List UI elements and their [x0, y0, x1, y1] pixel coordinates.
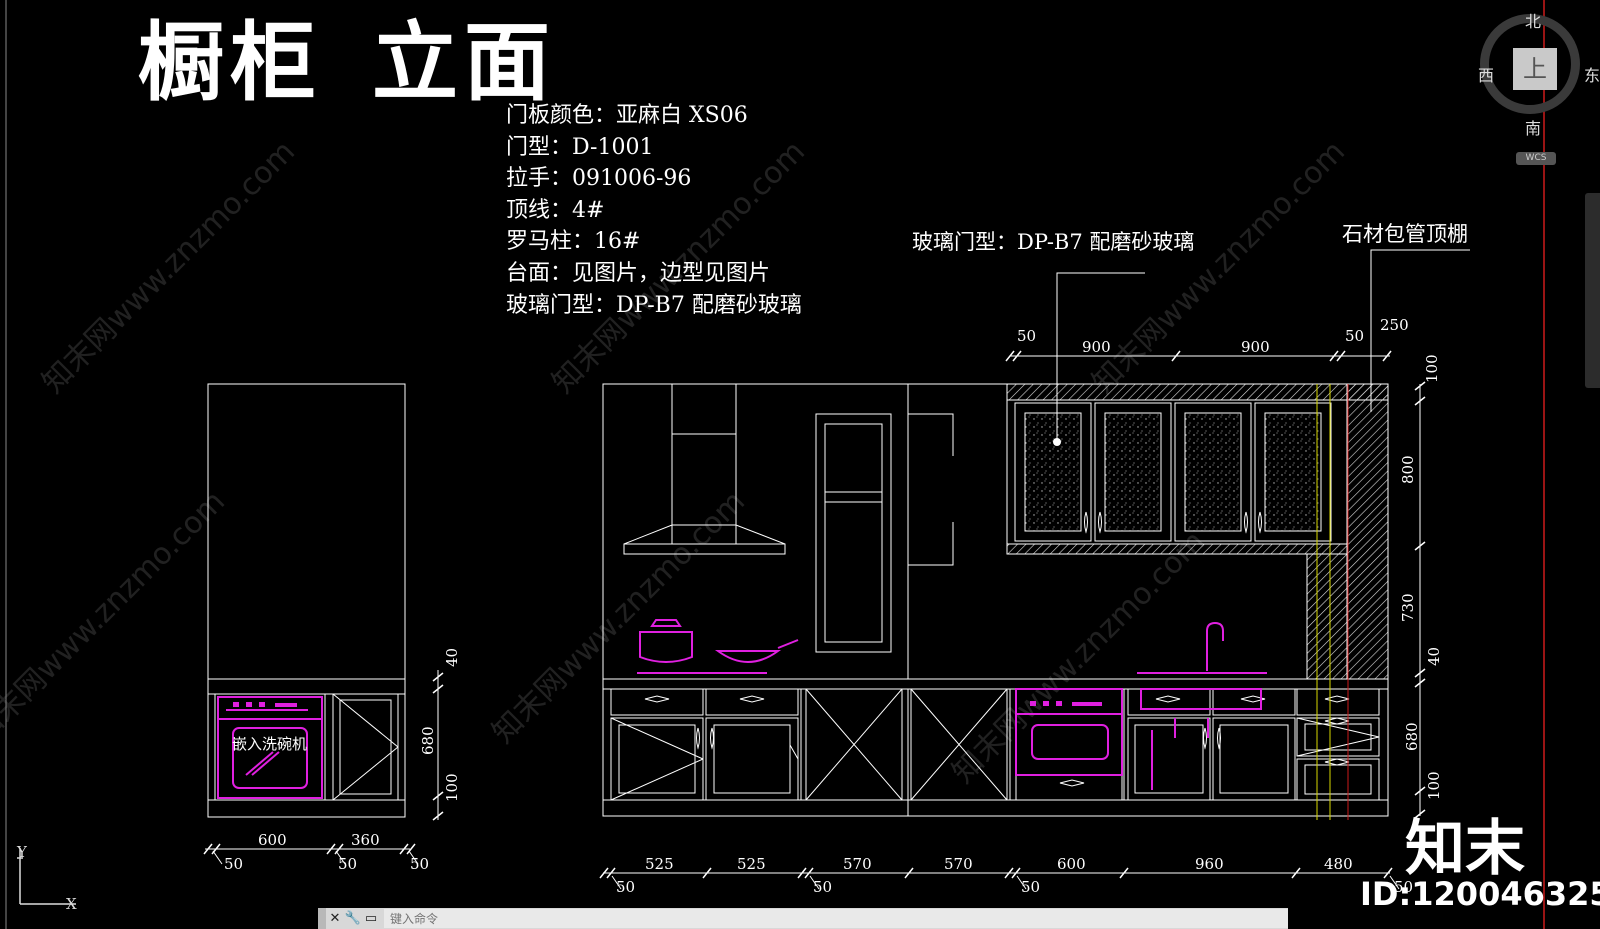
wrench-icon[interactable]: 🔧 [344, 911, 362, 926]
drawing-title: 橱柜立面 [138, 0, 556, 117]
dim-label: 480 [1324, 855, 1353, 873]
appliances [637, 619, 1267, 790]
dishwasher-label: 嵌入洗碗机 [232, 735, 308, 753]
dim-label: 50 [1345, 327, 1365, 345]
dim-label: 900 [1082, 338, 1111, 356]
ucs-icon [17, 848, 76, 905]
spec-line: 顶线：4# [506, 197, 605, 223]
main-cabinet-run [602, 249, 1470, 817]
dim-label: 600 [1057, 855, 1086, 873]
wcs-menu[interactable]: WCS [1516, 152, 1556, 165]
leader-dot [1053, 438, 1061, 446]
dim-label: 50 [410, 855, 430, 873]
dim-label: 50 [1017, 327, 1037, 345]
dim-label: 730 [1399, 593, 1417, 622]
dim-label: 570 [843, 855, 872, 873]
spec-line: 拉手：091006-96 [506, 166, 692, 192]
dim-label: 525 [645, 855, 674, 873]
navigation-bar[interactable] [1585, 193, 1600, 388]
dim-label: 50 [1394, 878, 1414, 896]
dim-label: 600 [258, 831, 287, 849]
dim-label: 100 [443, 773, 461, 802]
title-part2: 立面 [372, 13, 556, 113]
ucs-y-label: Y [17, 843, 27, 861]
dim-label: 40 [443, 647, 461, 667]
spec-list: 门板颜色：亚麻白 XS06 门型：D-1001 拉手：091006-96 顶线：… [506, 100, 802, 321]
dim-label: 360 [351, 831, 380, 849]
compass-east[interactable]: 东 [1584, 66, 1600, 85]
dim-label: 800 [1399, 455, 1417, 484]
dim-label: 680 [1403, 722, 1421, 751]
command-input[interactable] [384, 909, 1288, 928]
dim-label: 40 [1425, 646, 1443, 666]
dim-label: 570 [944, 855, 973, 873]
dim-label: 525 [737, 855, 766, 873]
glass-door-label: 玻璃门型：DP-B7 配磨砂玻璃 [912, 230, 1195, 254]
dim-label: 50 [224, 855, 244, 873]
brand-logo: 知末 [1405, 814, 1525, 884]
command-history-icon[interactable]: ▭ [364, 911, 378, 926]
spec-line: 门型：D-1001 [506, 134, 654, 160]
ucs-x-label: X [66, 895, 77, 913]
spec-line: 门板颜色：亚麻白 XS06 [506, 103, 748, 128]
dim-label: 680 [419, 726, 437, 755]
title-part1: 橱柜 [138, 13, 322, 113]
viewcube-top-face[interactable]: 上 [1513, 48, 1557, 90]
spec-line: 台面：见图片，边型见图片 [506, 260, 771, 286]
compass-south[interactable]: 南 [1525, 119, 1542, 138]
dim-label: 100 [1423, 354, 1441, 383]
spec-line: 玻璃门型：DP-B7 配磨砂玻璃 [506, 292, 802, 318]
compass-west[interactable]: 西 [1478, 66, 1495, 85]
dim-label: 900 [1241, 338, 1270, 356]
close-icon[interactable]: ✕ [329, 911, 341, 926]
viewcube[interactable]: 北 西 东 南 上 WCS [1478, 0, 1600, 180]
dim-label: 50 [813, 878, 833, 896]
dim-label: 50 [338, 855, 358, 873]
command-line-grip[interactable] [318, 908, 326, 929]
spec-line: 罗马柱：16# [506, 229, 641, 255]
dishwasher-appliance [217, 696, 323, 799]
compass-ring[interactable] [1480, 14, 1580, 114]
dim-label: 960 [1195, 855, 1224, 873]
dim-label: 50 [1021, 878, 1041, 896]
dim-label: 50 [616, 878, 636, 896]
dim-label: 100 [1425, 771, 1443, 800]
command-line[interactable]: ✕ 🔧 ▭ [318, 908, 1288, 929]
dim-label: 250 [1380, 316, 1409, 334]
stone-label: 石材包管顶棚 [1342, 222, 1468, 246]
compass-north[interactable]: 北 [1525, 12, 1542, 31]
brand-id: ID:1200463253 [1360, 875, 1600, 913]
left-tall-cabinet [207, 383, 406, 818]
